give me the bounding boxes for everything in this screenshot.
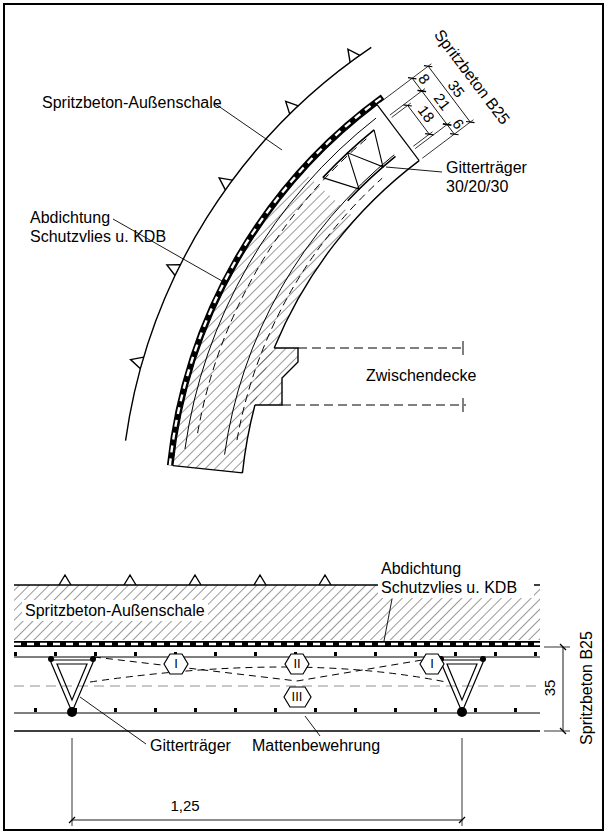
dimension-label: 35 xyxy=(541,680,559,697)
callout-number: II xyxy=(284,653,310,675)
callout-number: I xyxy=(419,653,445,675)
callout-number: I xyxy=(163,653,189,675)
callout-text: I xyxy=(419,653,445,675)
part-label: Mattenbewehrung xyxy=(252,736,380,755)
part-label: Abdichtung Schutzvlies u. KDB xyxy=(30,208,180,246)
part-label: Zwischendecke xyxy=(366,366,476,385)
frame xyxy=(4,4,603,830)
curved-section xyxy=(113,47,473,473)
callout-text: III xyxy=(283,686,312,708)
straight-section xyxy=(14,575,570,826)
callout-text: I xyxy=(163,653,189,675)
part-label: Spritzbeton-Außenschale xyxy=(42,93,222,112)
part-label: Abdichtung Schutzvlies u. KDB xyxy=(378,558,534,598)
dimension-label: 1,25 xyxy=(170,797,199,815)
callout-number: III xyxy=(283,686,312,708)
material-label: Spritzbeton B25 xyxy=(577,631,596,745)
part-label: Spritzbeton-Außenschale xyxy=(22,600,208,621)
part-label: Gitterträger 30/20/30 xyxy=(446,158,546,196)
dimension-label: 8 xyxy=(414,70,433,87)
dimension-label: 6 xyxy=(448,115,467,132)
callout-text: II xyxy=(284,653,310,675)
part-label: Gitterträger xyxy=(150,736,231,755)
material-label: Spritzbeton B25 xyxy=(430,26,514,128)
